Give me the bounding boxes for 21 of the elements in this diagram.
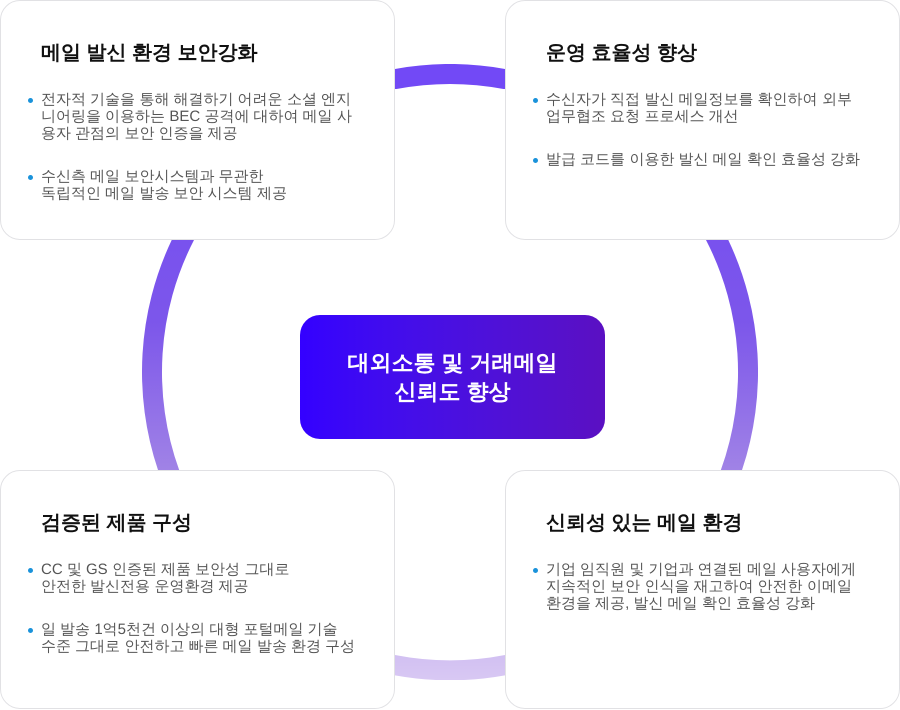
card-heading: 운영 효율성 향상: [546, 41, 698, 66]
bullet-text: 수신자가 직접 발신 메일정보를 확인하여 외부 업무협조 요청 프로세스 개선: [546, 91, 853, 125]
bullet-text: 발급 코드를 이용한 발신 메일 확인 효율성 강화: [546, 151, 860, 168]
ring-arc: [706, 240, 758, 470]
center-title: 대외소통 및 거래메일 신뢰도 향상: [346, 349, 559, 406]
ring-arc: [142, 240, 194, 470]
ring-arc: [395, 654, 505, 680]
bullet-text: 전자적 기술을 통해 해결하기 어려운 소셜 엔지니어링을 이용하는 BEC 공격에 대하여 메일 사용자 관점의 보안 인증을 제공: [41, 91, 353, 142]
card-heading: 메일 발신 환경 보안강화: [41, 41, 258, 66]
center-box: [300, 315, 605, 439]
card-heading: 신뢰성 있는 메일 환경: [546, 511, 743, 536]
feature-card: [0, 0, 395, 240]
bullet-text: 일 발송 1억5천건 이상의 대형 포털메일 기술 수준 그대로 안전하고 빠른 메일 발송 환경 구성: [41, 621, 356, 655]
feature-card: [505, 470, 900, 709]
bullet-text: 수신측 메일 보안시스템과 무관한 독립적인 메일 발송 보안 시스템 제공: [41, 168, 288, 202]
feature-card: [505, 0, 900, 240]
feature-card: [0, 470, 395, 709]
bullet-text: 기업 임직원 및 기업과 연결된 메일 사용자에게 지속적인 보안 인식을 재고하여 안전한 이메일 환경을 제공, 발신 메일 확인 효율성 강화: [546, 561, 858, 612]
card-heading: 검증된 제품 구성: [41, 511, 192, 536]
bullet-text: CC 및 GS 인증된 제품 보안성 그대로 안전한 발신전용 운영환경 제공: [41, 561, 290, 595]
ring-arc: [395, 64, 505, 90]
